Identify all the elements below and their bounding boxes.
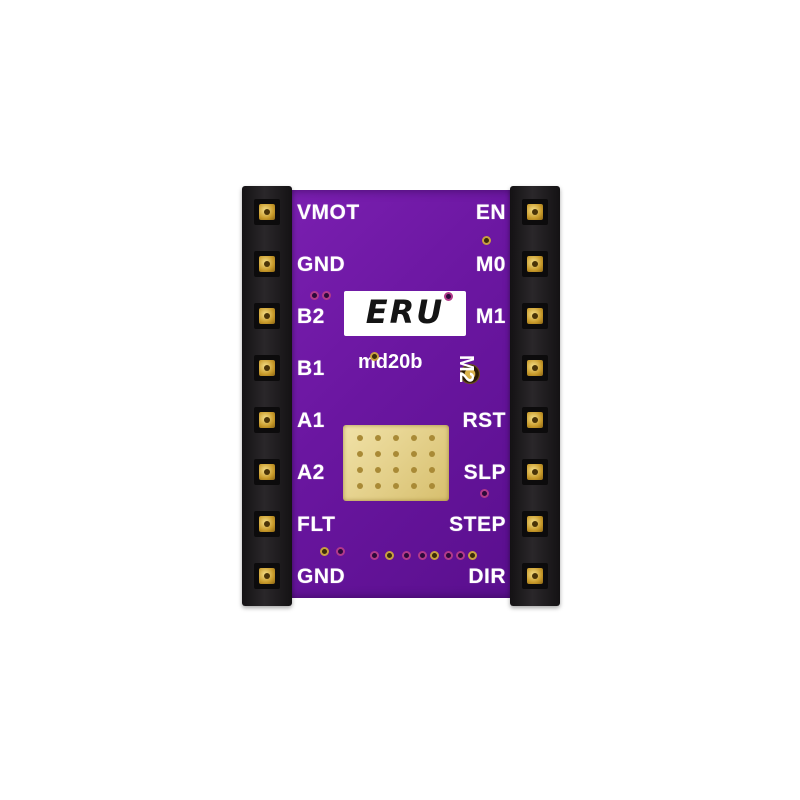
pin-label-left: FLT [297,513,336,536]
pin-label-left: B1 [297,357,325,380]
thermal-via [393,451,399,457]
pin-hole [532,573,538,579]
pin-hole [264,365,270,371]
left-pin-header [242,186,292,606]
thermal-via [429,451,435,457]
board-via [430,551,439,560]
header-pin [254,511,280,537]
board-via [336,547,345,556]
pin-label-left: A2 [297,461,325,484]
board-via [322,291,331,300]
header-pin [522,355,548,381]
pin-label-right: STEP [449,513,506,536]
pin-label-right: RST [462,409,506,432]
board-via [456,551,465,560]
trimmer-potentiometer [460,364,480,384]
header-pin [522,251,548,277]
board-via [370,352,379,361]
board-via [418,551,427,560]
pin-label-right: EN [475,201,506,224]
thermal-via [357,483,363,489]
pin-hole [532,313,538,319]
board-via [385,551,394,560]
pin-hole [264,209,270,215]
header-pin [522,303,548,329]
pin-hole [532,261,538,267]
board-via [444,292,453,301]
pin-hole [264,417,270,423]
pcb-board [288,190,514,598]
pin-hole [264,469,270,475]
pin-label-right: DIR [468,565,506,588]
pin-hole [532,521,538,527]
pin-hole [264,521,270,527]
board-via [320,547,329,556]
board-via [310,291,319,300]
right-pin-header [510,186,560,606]
thermal-via [375,467,381,473]
board-via [402,551,411,560]
pin-label-right: M1 [475,305,506,328]
pin-hole [532,365,538,371]
pin-hole [532,417,538,423]
thermal-via [393,435,399,441]
driver-chip-pad [343,425,449,501]
thermal-via [429,483,435,489]
board-via [370,551,379,560]
pin-hole [264,261,270,267]
thermal-via [393,467,399,473]
board-via [444,551,453,560]
pin-label-left: VMOT [297,201,360,224]
thermal-via [411,483,417,489]
pin-hole [532,209,538,215]
header-pin [522,459,548,485]
pin-hole [264,573,270,579]
pin-label-right: SLP [463,461,506,484]
thermal-via [357,467,363,473]
logo-text: ERU [365,293,445,331]
pin-label-left: A1 [297,409,325,432]
thermal-via [393,483,399,489]
thermal-via [429,467,435,473]
header-pin [254,459,280,485]
model-label: md20b [358,351,423,373]
board-via [468,551,477,560]
thermal-via [375,435,381,441]
header-pin [522,563,548,589]
thermal-via [375,483,381,489]
thermal-via [357,451,363,457]
header-pin [254,563,280,589]
pin-label-left: B2 [297,305,325,328]
thermal-via [411,435,417,441]
pin-hole [532,469,538,475]
thermal-via [411,467,417,473]
thermal-via [375,451,381,457]
board-via [482,236,491,245]
thermal-via [411,451,417,457]
header-pin [254,303,280,329]
thermal-via [429,435,435,441]
pin-label-m2: M2 [455,355,477,383]
board-via [480,489,489,498]
pin-label-left: GND [297,253,346,276]
pin-hole [264,313,270,319]
header-pin [522,407,548,433]
header-pin [522,199,548,225]
pin-label-left: GND [297,565,346,588]
header-pin [522,511,548,537]
header-pin [254,251,280,277]
pin-label-right: M0 [475,253,506,276]
header-pin [254,355,280,381]
header-pin [254,407,280,433]
thermal-via [357,435,363,441]
header-pin [254,199,280,225]
